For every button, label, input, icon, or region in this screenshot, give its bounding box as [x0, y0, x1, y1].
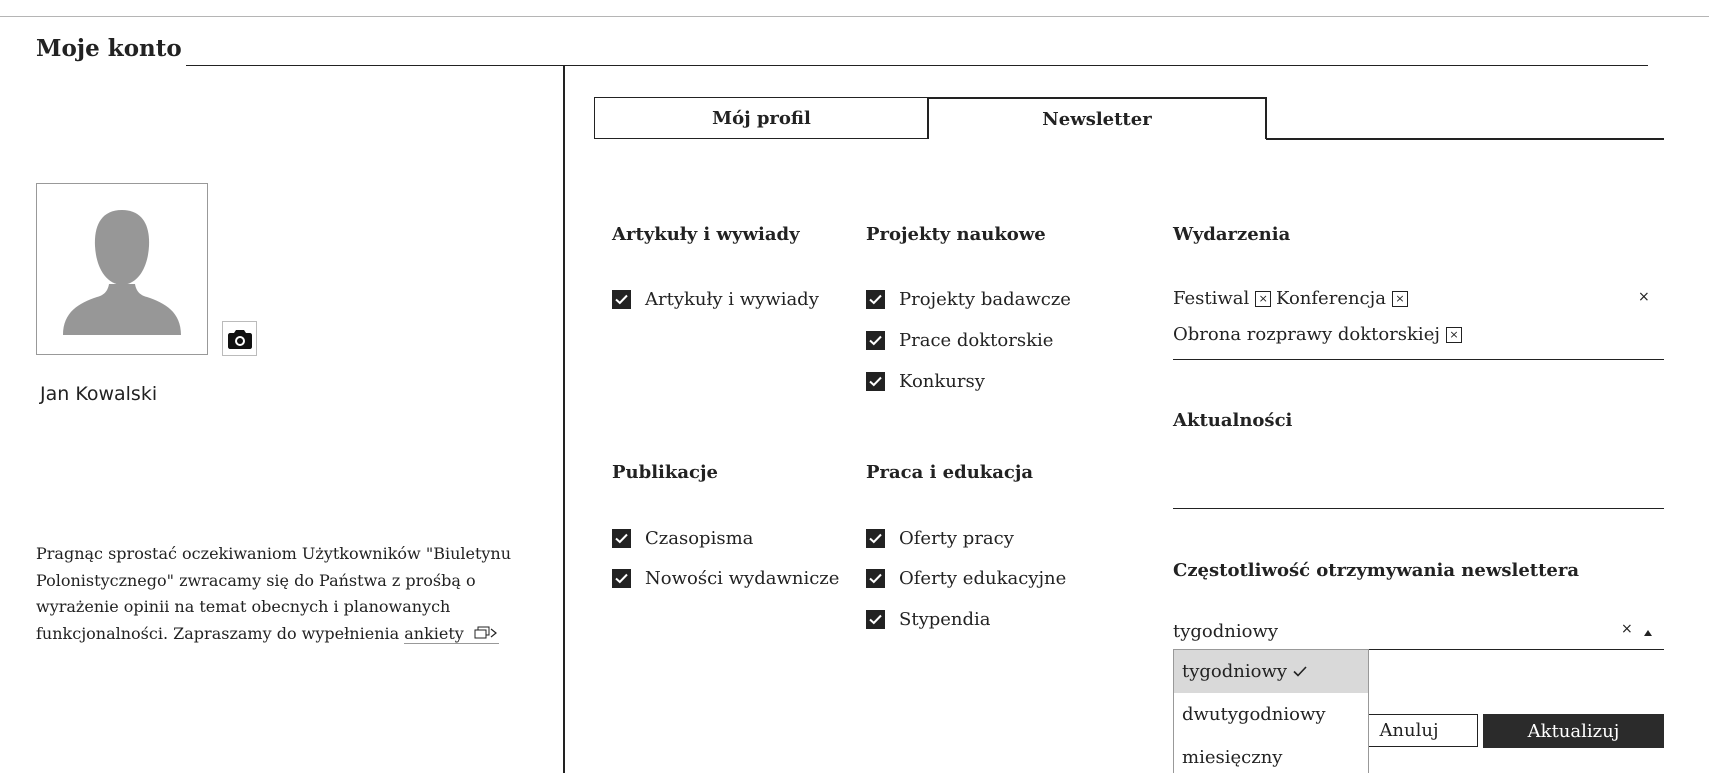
checkbox-label: Oferty pracy: [899, 527, 1014, 549]
chip-festival: Festiwal ×: [1173, 288, 1272, 309]
checkbox-label: Prace doktorskie: [899, 329, 1054, 351]
checkbox-checked-icon: [866, 568, 885, 588]
chevron-up-icon[interactable]: [1643, 629, 1653, 637]
top-divider: [0, 16, 1709, 17]
checkbox-label: Artykuły i wywiady: [645, 288, 819, 310]
external-link-icon: [474, 626, 497, 638]
user-silhouette-icon: [63, 210, 181, 335]
section-title-news: Aktualności: [1173, 410, 1293, 431]
checkbox-new-publications[interactable]: Nowości wydawnicze: [612, 567, 839, 589]
checkbox-label: Konkursy: [899, 370, 985, 392]
checkbox-label: Oferty edukacyjne: [899, 567, 1067, 589]
option-label: dwutygodniowy: [1182, 704, 1326, 725]
frequency-dropdown: tygodniowy dwutygodniowy miesięczny: [1173, 649, 1369, 773]
chip-label: Festiwal: [1173, 288, 1250, 309]
chip-doctoral-defense: Obrona rozprawy doktorskiej ×: [1173, 324, 1462, 345]
tab-underline: [1266, 138, 1664, 140]
news-multiselect[interactable]: [1173, 508, 1664, 509]
checkbox-label: Projekty badawcze: [899, 288, 1071, 310]
checkbox-checked-icon: [612, 568, 631, 588]
checkbox-checked-icon: [612, 528, 631, 548]
survey-text: Pragnąc sprostać oczekiwaniom Użytkownik…: [36, 544, 512, 643]
option-label: miesięczny: [1182, 747, 1283, 768]
checkbox-checked-icon: [866, 609, 885, 629]
checkbox-research-projects[interactable]: Projekty badawcze: [866, 288, 1071, 310]
checkbox-articles[interactable]: Artykuły i wywiady: [612, 288, 819, 310]
section-title-work: Praca i edukacja: [866, 462, 1034, 483]
checkbox-job-offers[interactable]: Oferty pracy: [866, 527, 1014, 549]
checkbox-education-offers[interactable]: Oferty edukacyjne: [866, 567, 1066, 589]
clear-events-icon[interactable]: ×: [1638, 289, 1650, 305]
checkbox-checked-icon: [612, 289, 631, 309]
checkbox-competitions[interactable]: Konkursy: [866, 370, 985, 392]
tab-profile[interactable]: Mój profil: [594, 97, 928, 139]
checkbox-doctoral-theses[interactable]: Prace doktorskie: [866, 329, 1053, 351]
checkbox-scholarships[interactable]: Stypendia: [866, 608, 991, 630]
dropdown-option-weekly[interactable]: tygodniowy: [1174, 650, 1368, 693]
section-title-projects: Projekty naukowe: [866, 224, 1046, 245]
chip-remove-icon[interactable]: ×: [1391, 290, 1408, 307]
survey-link-label: ankiety: [404, 623, 464, 643]
checkbox-label: Czasopisma: [645, 527, 754, 549]
page-title: Moje konto: [36, 35, 182, 62]
events-multiselect[interactable]: Festiwal× Konferencja× Obrona rozprawy d…: [1173, 283, 1664, 360]
section-title-frequency: Częstotliwość otrzymywania newslettera: [1173, 560, 1579, 581]
title-rule: [186, 65, 1648, 66]
user-name: Jan Kowalski: [40, 383, 158, 405]
change-photo-button[interactable]: [222, 321, 257, 356]
dropdown-option-monthly[interactable]: miesięczny: [1174, 736, 1368, 773]
chip-label: Konferencja: [1276, 288, 1386, 309]
chip-remove-icon[interactable]: ×: [1445, 326, 1462, 343]
chip-conference: Konferencja ×: [1276, 288, 1408, 309]
checkbox-journals[interactable]: Czasopisma: [612, 527, 753, 549]
section-title-publications: Publikacje: [612, 462, 718, 483]
section-title-events: Wydarzenia: [1173, 224, 1291, 245]
checkbox-label: Nowości wydawnicze: [645, 567, 840, 589]
camera-icon: [227, 329, 252, 349]
chip-remove-icon[interactable]: ×: [1255, 290, 1272, 307]
frequency-select[interactable]: tygodniowy ×: [1173, 617, 1664, 650]
chip-label: Obrona rozprawy doktorskiej: [1173, 324, 1440, 345]
clear-frequency-icon[interactable]: ×: [1621, 621, 1633, 637]
update-button[interactable]: Aktualizuj: [1483, 714, 1664, 748]
checkbox-checked-icon: [866, 289, 885, 309]
avatar: [36, 183, 208, 355]
dropdown-option-biweekly[interactable]: dwutygodniowy: [1174, 693, 1368, 736]
survey-note: Pragnąc sprostać oczekiwaniom Użytkownik…: [36, 541, 556, 647]
checkbox-checked-icon: [866, 371, 885, 391]
tab-newsletter[interactable]: Newsletter: [927, 97, 1267, 139]
checkbox-checked-icon: [866, 330, 885, 350]
column-divider: [563, 66, 565, 773]
frequency-select-value: tygodniowy: [1173, 621, 1279, 642]
option-label: tygodniowy: [1182, 661, 1288, 682]
survey-link[interactable]: ankiety: [404, 623, 499, 644]
section-title-articles: Artykuły i wywiady: [612, 224, 800, 245]
checkmark-icon: [1293, 666, 1307, 677]
checkbox-checked-icon: [866, 528, 885, 548]
checkbox-label: Stypendia: [899, 608, 991, 630]
